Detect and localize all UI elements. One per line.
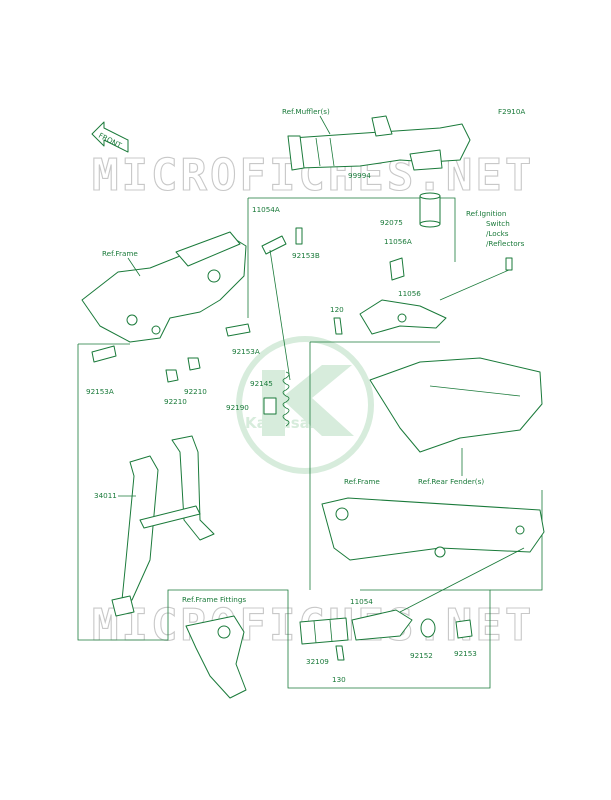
part-32109-label: 32109 — [306, 657, 329, 666]
ref-ignition-line2: Switch — [486, 219, 510, 228]
bolt-92153A-left — [91, 345, 117, 363]
part-11056A-label: 11056A — [384, 237, 412, 246]
collar-92152 — [420, 618, 436, 638]
frame-top-part — [81, 231, 247, 343]
part-120-label: 120 — [330, 305, 344, 314]
kawasaki-logo-watermark: Kawasaki — [236, 336, 374, 474]
bolt-120 — [333, 317, 343, 335]
center-stand-34011 — [111, 435, 215, 617]
part-99994-label: 99994 — [348, 171, 371, 180]
ref-muffler-label: Ref.Muffler(s) — [282, 107, 330, 116]
part-92190-label: 92190 — [226, 403, 249, 412]
ref-frame-mid-label: Ref.Frame — [344, 477, 380, 486]
bolt-130 — [335, 645, 345, 661]
part-92153-label: 92153 — [454, 649, 477, 658]
rear-fender-part — [369, 357, 543, 453]
part-11056-label: 11056 — [398, 289, 421, 298]
part-34011-label: 34011 — [94, 491, 117, 500]
bracket-11054 — [351, 547, 525, 641]
muffler-part — [287, 115, 471, 171]
part-11054A-label: 11054A — [252, 205, 280, 214]
damper-92075 — [419, 192, 441, 228]
logo-text: Kawasaki — [245, 414, 325, 432]
frame-fittings-part — [185, 615, 247, 699]
part-130-label: 130 — [332, 675, 346, 684]
nut-92210-a — [165, 369, 179, 383]
ref-ignition-line4: /Reflectors — [486, 239, 525, 248]
ref-rear-fender-label: Ref.Rear Fender(s) — [418, 477, 484, 486]
ignition-bolt — [505, 257, 513, 271]
bracket-11056A — [389, 257, 405, 281]
collar-92190 — [263, 397, 277, 415]
bolt-92153 — [455, 619, 473, 639]
bracket-11056 — [359, 299, 447, 335]
spring-92145 — [282, 371, 290, 427]
part-92153A-left-label: 92153A — [86, 387, 114, 396]
bolt-92153A-top — [225, 323, 251, 337]
part-92152-label: 92152 — [410, 651, 433, 660]
part-92210-a-label: 92210 — [164, 397, 187, 406]
part-92210-b-label: 92210 — [184, 387, 207, 396]
ref-frame-top-label: Ref.Frame — [102, 249, 138, 258]
part-11054-label: 11054 — [350, 597, 373, 606]
nut-92210-b — [187, 357, 201, 371]
bracket-11054A — [261, 235, 291, 381]
part-92153A-top-label: 92153A — [232, 347, 260, 356]
part-92153B-label: 92153B — [292, 251, 320, 260]
ref-ignition-line1: Ref.Ignition — [466, 209, 506, 218]
front-arrow: FRONT — [91, 121, 129, 153]
ref-ignition-line3: /Locks — [486, 229, 509, 238]
part-92075-label: 92075 — [380, 218, 403, 227]
ref-frame-fittings-label: Ref.Frame Fittings — [182, 595, 246, 604]
bolt-92153B — [295, 227, 303, 245]
damper-32109 — [299, 617, 349, 645]
part-92145-label: 92145 — [250, 379, 273, 388]
figure-code: F2910A — [498, 107, 525, 116]
frame-mid-part — [321, 497, 545, 561]
